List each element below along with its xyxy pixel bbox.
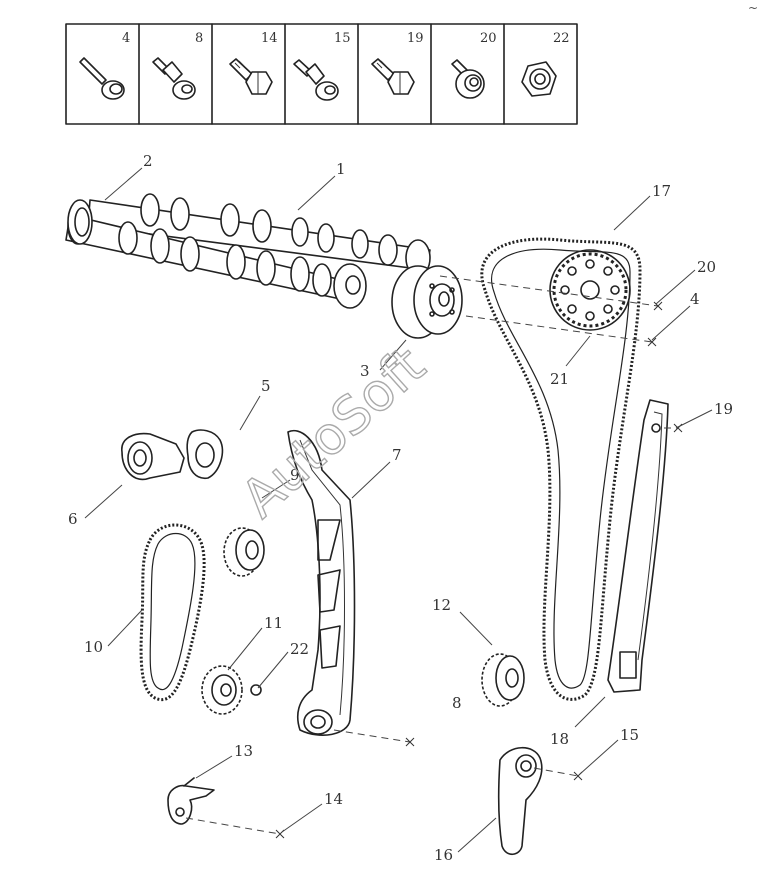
callout-16: 16 — [434, 846, 453, 864]
box-label-22: 22 — [553, 31, 570, 46]
bolt-19-icon — [371, 58, 415, 95]
box-label-19: 19 — [407, 31, 424, 46]
callout-1: 1 — [336, 160, 346, 178]
chain-guide-bracket — [167, 777, 215, 825]
callout-21: 21 — [550, 370, 569, 388]
oil-pump-chain — [139, 523, 206, 702]
main-timing-chain — [480, 237, 642, 701]
corner-mark: ~ — [748, 1, 758, 15]
box-label-15: 15 — [334, 31, 351, 46]
tensioner-gasket — [186, 429, 224, 480]
callout-3: 3 — [360, 362, 370, 380]
callout-10: 10 — [84, 638, 103, 656]
axis-line-4 — [465, 315, 653, 343]
tensioner-guide-rail — [607, 399, 669, 693]
callout-18: 18 — [550, 730, 569, 748]
callout-4: 4 — [690, 290, 700, 308]
callout-15: 15 — [620, 726, 639, 744]
callout-5: 5 — [261, 377, 271, 395]
callout-7: 7 — [392, 446, 402, 464]
box-label-14: 14 — [261, 31, 278, 46]
callout-2: 2 — [143, 152, 153, 170]
callout-6: 6 — [68, 510, 78, 528]
bolt-8-icon — [152, 57, 196, 100]
callout-8: 8 — [452, 694, 462, 712]
axis-line-14 — [185, 817, 281, 835]
leader-lines — [84, 167, 713, 853]
box-label-4: 4 — [122, 31, 130, 46]
callout-14: 14 — [324, 790, 343, 808]
bolt-20-icon — [451, 59, 485, 99]
axis-line-15 — [533, 767, 579, 777]
bolt-14-icon — [229, 58, 273, 95]
callout-22: 22 — [290, 640, 309, 658]
sprocket-9 — [223, 527, 265, 577]
nut-22-icon — [521, 61, 557, 97]
camshaft-pulley — [391, 265, 463, 339]
bolt-15-icon — [293, 59, 339, 101]
callout-13: 13 — [234, 742, 253, 760]
callout-20: 20 — [697, 258, 716, 276]
camshaft-sprocket — [549, 249, 631, 331]
callout-11: 11 — [264, 614, 283, 632]
axis-line-8 — [333, 729, 411, 743]
bolt-4-icon — [79, 57, 125, 100]
chain-guide — [287, 429, 356, 736]
chain-tensioner — [121, 432, 185, 481]
callout-19: 19 — [714, 400, 733, 418]
callout-12: 12 — [432, 596, 451, 614]
camshaft-assembly — [65, 193, 431, 309]
sprocket-11 — [201, 665, 243, 715]
box-label-8: 8 — [195, 31, 203, 46]
axis-line-20 — [439, 275, 659, 307]
tensioner-arm — [497, 746, 543, 856]
callout-17: 17 — [652, 182, 671, 200]
box-label-20: 20 — [480, 31, 497, 46]
callout-9: 9 — [290, 466, 300, 484]
fastener-legend-box: 4 8 14 15 19 20 22 — [65, 23, 578, 125]
crankshaft-sprocket — [481, 653, 525, 707]
